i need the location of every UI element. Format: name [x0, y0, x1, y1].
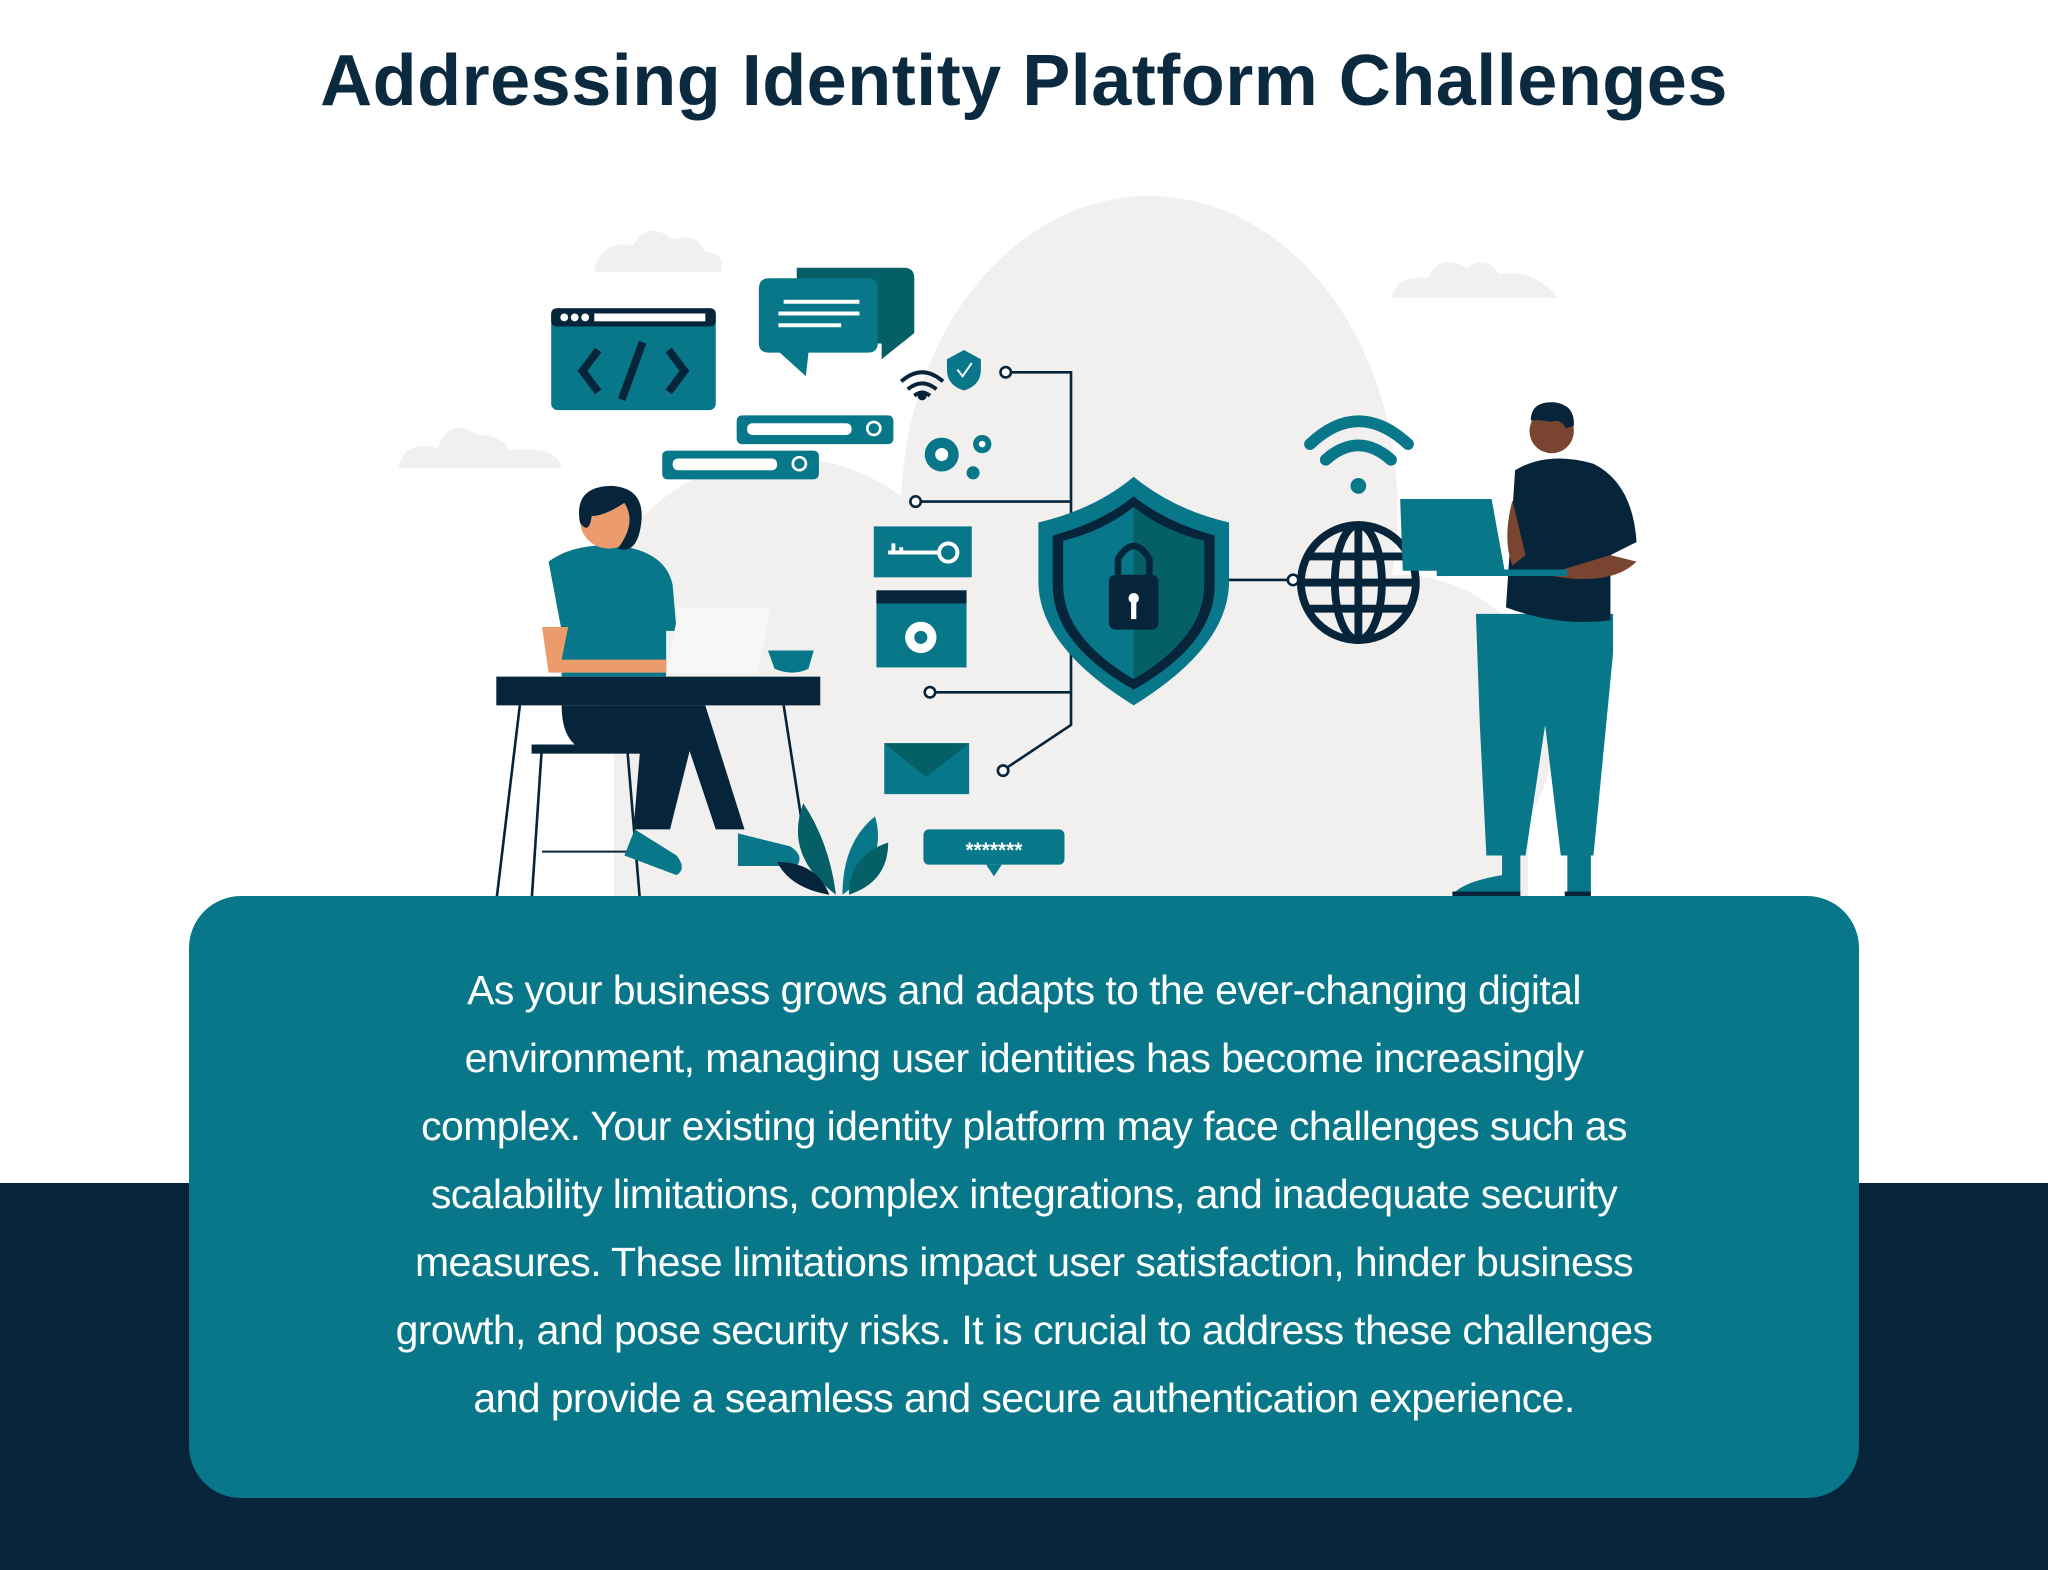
search-bar-icon [662, 415, 894, 480]
description-line: and provide a seamless and secure authen… [473, 1375, 1575, 1421]
description-line: measures. These limitations impact user … [414, 1239, 1634, 1285]
man-figure [1400, 402, 1637, 898]
description-line: As your business grows and adapts to the… [467, 967, 1581, 1013]
key-icon [873, 526, 972, 578]
shield-check-icon [946, 350, 981, 391]
chat-bubbles-icon [758, 267, 915, 377]
shield-lock-icon [1038, 476, 1230, 706]
wifi-icon [1304, 415, 1414, 494]
description-line: scalability limitations, complex integra… [430, 1171, 1618, 1217]
password-bubble-icon: ******* [923, 829, 1065, 877]
description-text: As your business grows and adapts to the… [189, 956, 1859, 1432]
gears-icon [924, 434, 992, 480]
description-line: environment, managing user identities ha… [464, 1035, 1584, 1081]
globe-icon [1296, 521, 1420, 644]
code-window-icon [551, 308, 716, 411]
wifi-icon [899, 370, 945, 401]
settings-window-icon [876, 590, 967, 668]
page-title: Addressing Identity Platform Challenges [320, 41, 1728, 121]
description-card: As your business grows and adapts to the… [189, 896, 1859, 1498]
woman-figure [495, 485, 821, 902]
description-line: growth, and pose security risks. It is c… [395, 1307, 1653, 1353]
plant-icon [777, 803, 889, 895]
description-line: complex. Your existing identity platform… [421, 1103, 1627, 1149]
password-mask: ******* [966, 839, 1024, 862]
envelope-icon [884, 743, 970, 795]
small-clouds [398, 230, 1559, 738]
